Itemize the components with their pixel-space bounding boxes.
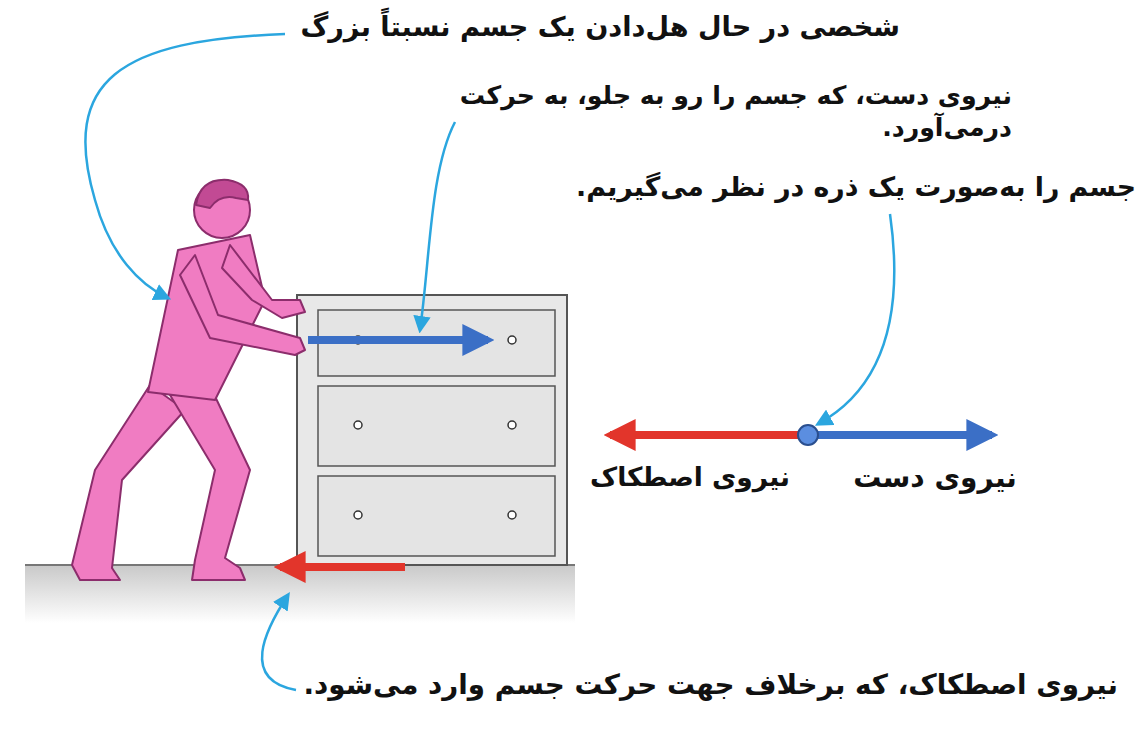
callout-label: نیروی اصطکاک، که برخلاف جهت حرکت جسم وار… [304, 668, 1118, 703]
dresser-part [508, 421, 516, 429]
force-label: نیروی دست [853, 460, 1017, 495]
person-part [170, 390, 250, 580]
hand-force-arrow [308, 336, 488, 344]
callout-label: شخصی در حال هل‌دادن یک جسم نسبتاً بزرگ [300, 10, 900, 44]
dresser-part [318, 476, 555, 556]
person-part [180, 255, 305, 355]
leader-line [420, 122, 455, 330]
dresser-part [508, 336, 516, 344]
leader-line [818, 214, 894, 424]
force-label: نیروی اصطکاک [590, 460, 790, 493]
callout-label: جسم را به‌صورت یک ذره در نظر می‌گیریم. [576, 170, 1136, 203]
friction-force-arrow [280, 563, 405, 571]
fbd-hand-arrow [816, 431, 992, 439]
callout-label: نیروی دست، که جسم را رو به جلو، به حرکت … [452, 80, 1012, 143]
leader-line [85, 34, 285, 298]
dresser-part [354, 511, 362, 519]
dresser-part [297, 295, 567, 565]
person-part [222, 245, 305, 318]
dresser [297, 295, 567, 565]
dresser-part [354, 421, 362, 429]
person [72, 180, 305, 580]
fbd-friction-arrow [610, 431, 800, 439]
person-part [196, 180, 248, 208]
person-part [72, 385, 185, 580]
leader-line [262, 595, 296, 690]
dresser-part [508, 511, 516, 519]
dresser-part [318, 386, 555, 466]
particle-dot [798, 425, 818, 445]
